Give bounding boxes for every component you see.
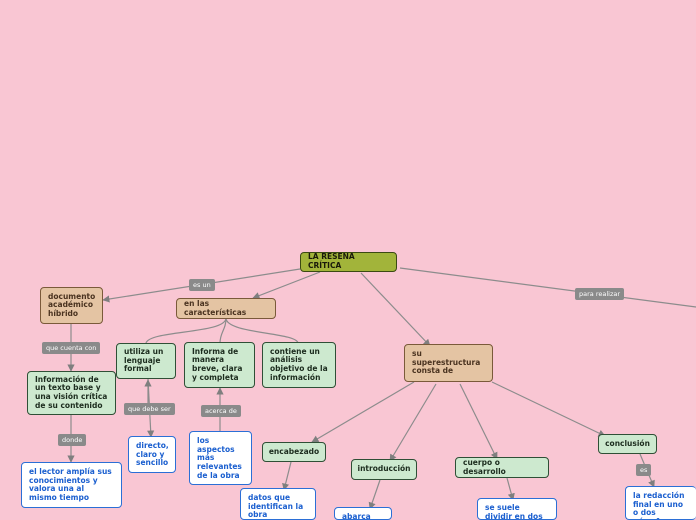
node-introduccion[interactable]: introducción [351,459,417,480]
node-informa[interactable]: Informa de manera breve, clara y complet… [184,342,255,388]
edge-super-introduccion [389,383,437,462]
edge-super-conclusion [491,381,606,437]
node-encabezado[interactable]: encabezado [262,442,326,462]
node-caracteristicas[interactable]: en las características [176,298,276,319]
label-acerca-de: acerca de [201,405,241,417]
label-donde: donde [58,434,87,446]
label-que-debe-ser: que debe ser [124,403,175,415]
label-para-realizar: para realizar [575,288,625,300]
node-suele[interactable]: se suele dividir en dos partes [477,498,557,520]
node-documento[interactable]: documento académico híbrido [40,287,103,324]
node-cuerpo[interactable]: cuerpo o desarrollo [455,457,549,478]
edge-caract-analisis [225,317,299,344]
edge-encabezado-datos [282,461,292,491]
node-superestructura[interactable]: su superestructura consta de [404,344,493,382]
edge-caract-lenguaje [145,317,227,344]
edge-introduccion-abarca [368,479,381,510]
edge-root-caracteristicas [252,271,321,300]
node-aspectos[interactable]: los aspectos más relevantes de la obra [189,431,252,485]
edge-super-encabezado [311,381,415,443]
root-node[interactable]: LA RESEÑA CRÍTICA [300,252,397,272]
edge-cuerpo-suele [506,477,515,501]
node-lector[interactable]: el lector amplía sus conocimientos y val… [21,462,122,508]
node-directo[interactable]: directo, claro y sencillo [128,436,176,473]
edge-root-superestructura [360,272,431,347]
label-que-cuenta-con: que cuenta con [42,342,101,354]
node-abarca[interactable]: abarca los [334,507,392,520]
edge-super-cuerpo [459,383,498,460]
edge-caract-informa [219,317,227,344]
edge-root-para-realizar [399,267,696,308]
node-lenguaje[interactable]: utiliza un lenguaje formal [116,343,176,379]
node-informacion[interactable]: Información de un texto base y una visió… [27,371,116,415]
label-es: es [636,464,652,476]
node-analisis[interactable]: contiene un análisis objetivo de la info… [262,342,336,388]
node-redaccion[interactable]: la redacción final en uno o dos párrafos [625,486,696,520]
node-datos[interactable]: datos que identifican la obra reseñada [240,488,316,520]
node-conclusion[interactable]: conclusión [598,434,657,454]
label-es-un: es un [189,279,215,291]
